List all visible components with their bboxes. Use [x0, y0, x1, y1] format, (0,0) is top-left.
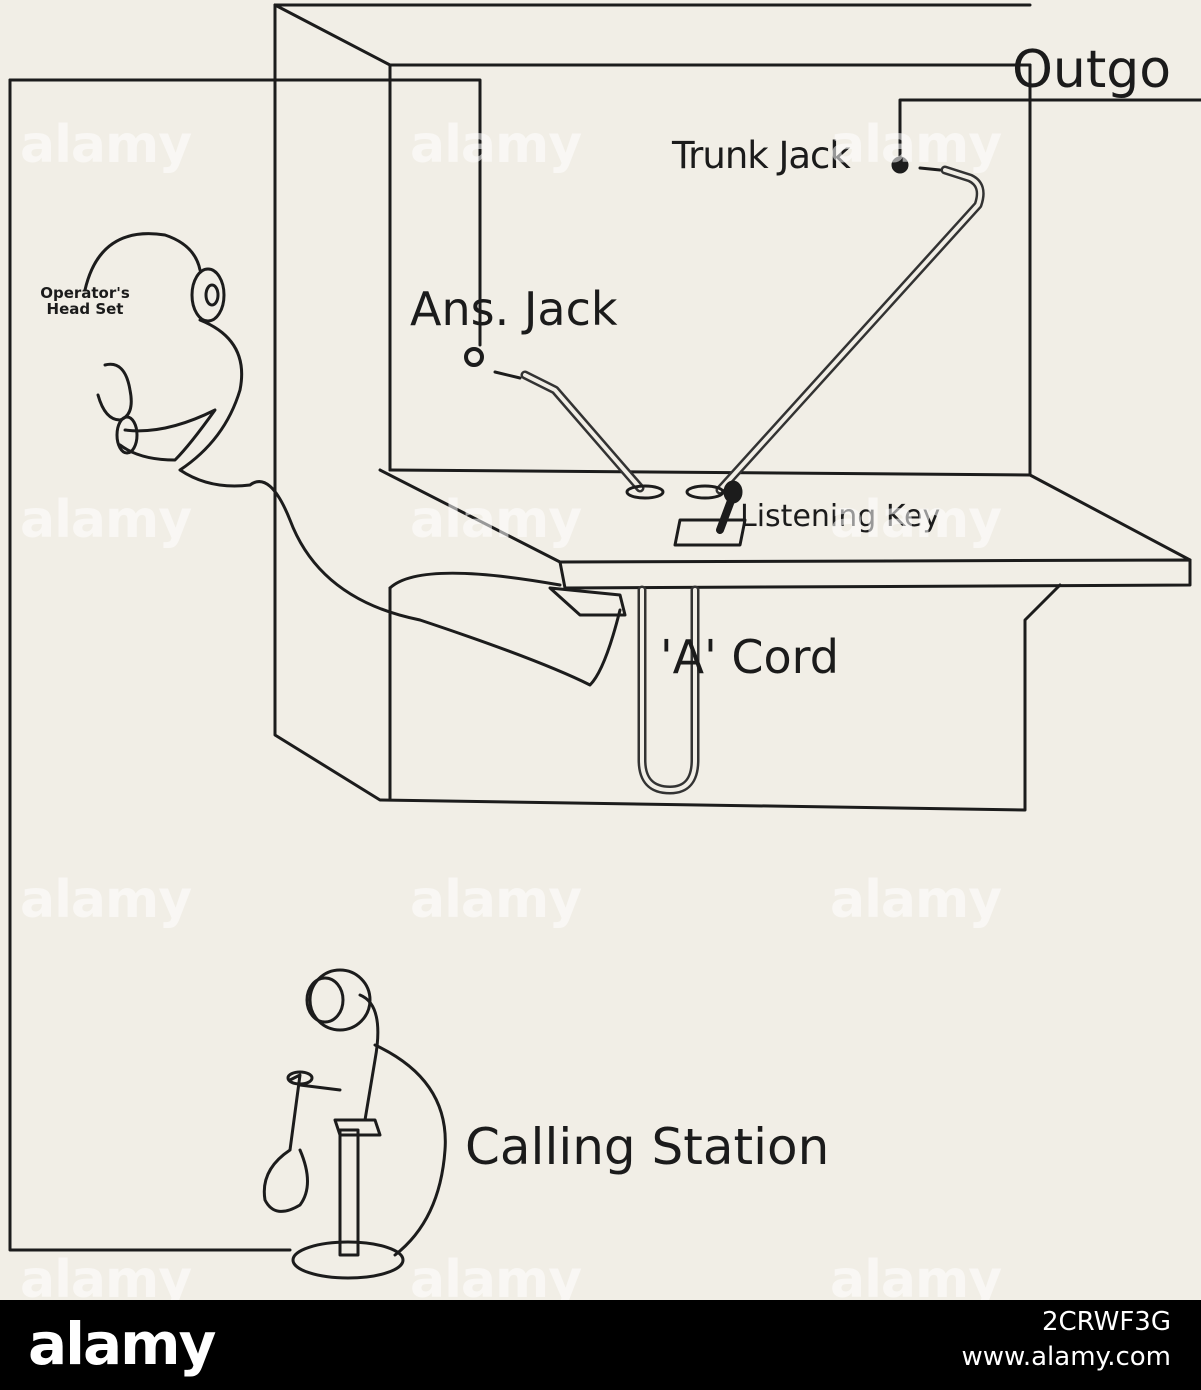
watermark: alamy	[20, 870, 192, 930]
watermark: alamy	[20, 115, 192, 175]
watermark: alamy	[830, 115, 1002, 175]
image-id: 2CRWF3G	[1041, 1307, 1171, 1337]
watermark: alamy	[410, 490, 582, 550]
watermark: alamy	[830, 490, 1002, 550]
watermark: alamy	[20, 490, 192, 550]
brand-logo: alamy	[28, 1310, 216, 1378]
switchboard-cabinet	[273, 3, 1192, 812]
watermark: alamy	[830, 870, 1002, 930]
calling-station-circuit	[8, 78, 447, 1280]
site-url: www.alamy.com	[961, 1342, 1171, 1372]
diagram-area: Outgo Trunk Jack Ans. Jack Operator's He…	[8, 3, 1201, 1310]
listening-key	[673, 480, 747, 547]
trunk-jack-label: Trunk Jack	[672, 134, 851, 177]
outgoing-label: Outgo	[1012, 40, 1172, 100]
head-set-label: Operator's Head Set	[40, 284, 130, 318]
watermark: alamy	[410, 870, 582, 930]
a-cord-label: 'A' Cord	[660, 630, 839, 684]
listening-key-label: Listening Key	[740, 499, 941, 534]
watermark: alamy	[410, 115, 582, 175]
ans-jack-label: Ans. Jack	[410, 282, 618, 336]
a-cord-loop	[637, 585, 700, 795]
switchboard-diagram	[8, 3, 1201, 1280]
trunk-circuit	[685, 98, 1201, 500]
stock-footer-bar	[0, 1300, 1201, 1390]
answer-circuit	[8, 78, 665, 500]
calling-station-label: Calling Station	[465, 1118, 830, 1176]
operator-headset	[83, 232, 627, 687]
